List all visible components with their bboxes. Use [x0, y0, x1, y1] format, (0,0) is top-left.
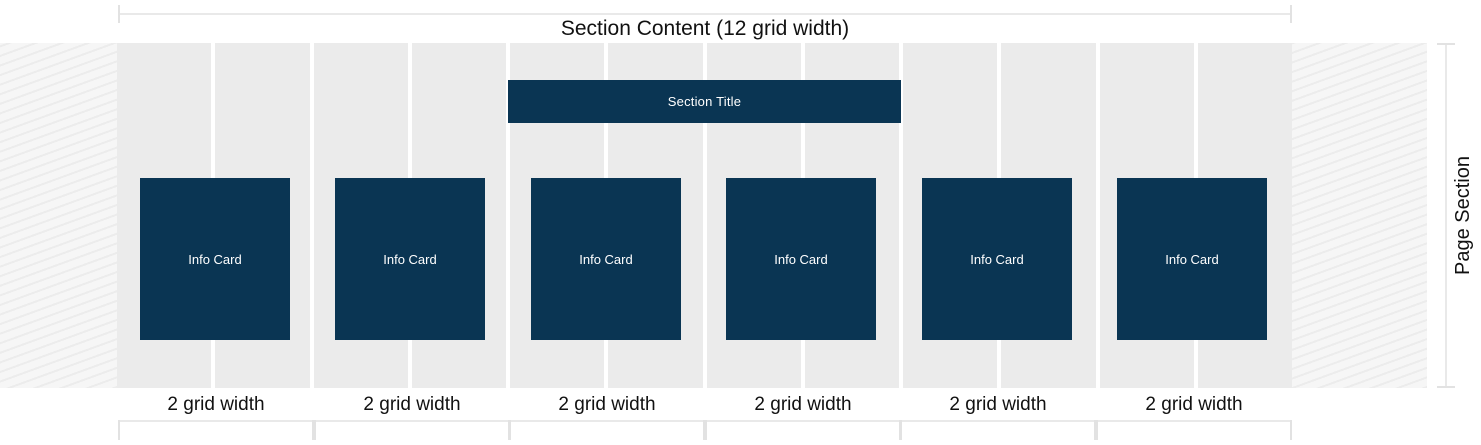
bracket-line	[1096, 420, 1292, 422]
column-width-label: 2 grid width	[754, 394, 852, 415]
bracket-end-cap-left	[118, 5, 120, 23]
section-content-label: Section Content (12 grid width)	[560, 17, 850, 40]
info-card[interactable]: Info Card	[140, 178, 290, 340]
bracket-end-cap-left	[314, 420, 316, 440]
right-margin-hatch	[1292, 43, 1427, 388]
column-width-bracket	[509, 420, 705, 440]
info-card[interactable]: Info Card	[335, 178, 485, 340]
column-width-label: 2 grid width	[363, 394, 461, 415]
column-width-label: 2 grid width	[1145, 394, 1243, 415]
bracket-line	[900, 420, 1096, 422]
bracket-end-cap-right	[1290, 5, 1292, 23]
column-width-bracket	[118, 420, 314, 440]
bracket-line	[314, 420, 510, 422]
column-width-bracket	[314, 420, 510, 440]
info-card[interactable]: Info Card	[922, 178, 1072, 340]
column-width-label: 2 grid width	[949, 394, 1047, 415]
page-section-label: Page Section	[1448, 43, 1478, 388]
bracket-end-cap-right	[1094, 420, 1096, 440]
info-card[interactable]: Info Card	[1117, 178, 1267, 340]
page-section-bracket	[1437, 43, 1455, 388]
bracket-line	[118, 13, 1292, 15]
bracket-end-cap-left	[1096, 420, 1098, 440]
bracket-line	[509, 420, 705, 422]
section-title-block[interactable]: Section Title	[508, 80, 901, 123]
page-section-label-text: Page Section	[1451, 156, 1474, 275]
column-width-bracket	[705, 420, 901, 440]
bracket-end-cap-right	[312, 420, 314, 440]
bracket-end-cap-top	[1437, 43, 1455, 45]
section-content-bracket	[118, 5, 1292, 23]
bracket-line	[705, 420, 901, 422]
left-margin-hatch	[0, 43, 117, 388]
info-card[interactable]: Info Card	[531, 178, 681, 340]
bracket-line	[118, 420, 314, 422]
column-width-label: 2 grid width	[167, 394, 265, 415]
bracket-end-cap-left	[705, 420, 707, 440]
bracket-end-cap-right	[1290, 420, 1292, 440]
bracket-line	[1445, 43, 1447, 388]
info-card[interactable]: Info Card	[726, 178, 876, 340]
column-width-bracket	[1096, 420, 1292, 440]
bracket-end-cap-bottom	[1437, 386, 1455, 388]
column-width-bracket	[900, 420, 1096, 440]
column-width-label: 2 grid width	[558, 394, 656, 415]
bracket-end-cap-right	[703, 420, 705, 440]
bracket-end-cap-left	[509, 420, 511, 440]
bracket-end-cap-left	[118, 420, 120, 440]
bracket-end-cap-left	[900, 420, 902, 440]
